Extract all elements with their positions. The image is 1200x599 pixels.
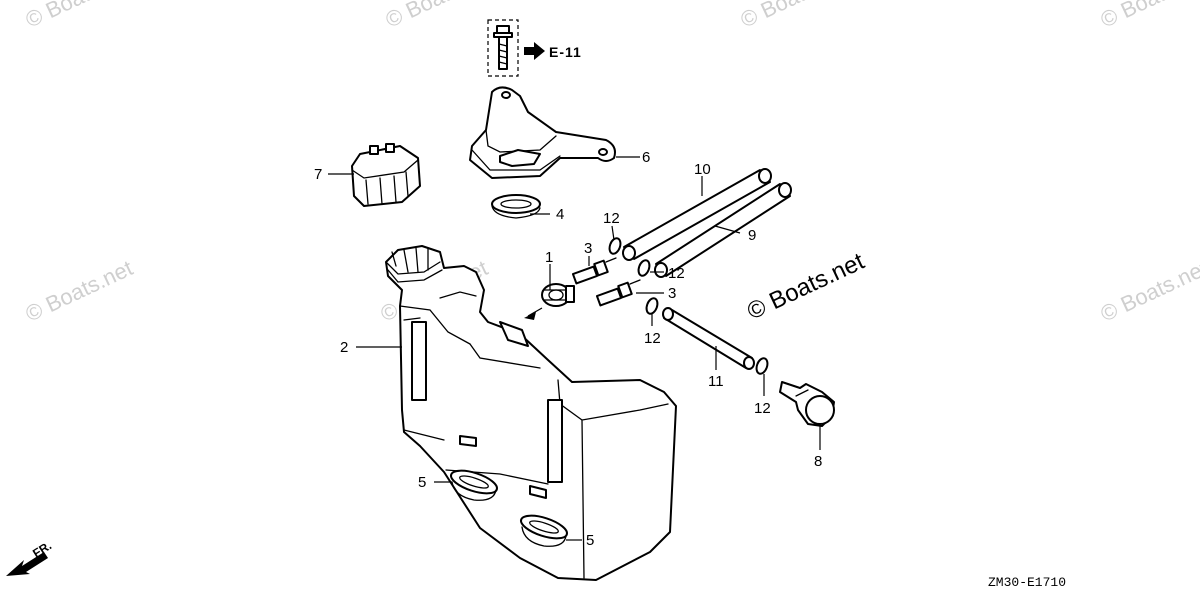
callout-4: 4: [556, 206, 564, 223]
callouts: 1 2 3 3 4 5 5 6 7 8 9 10 11 12 12 12 12: [314, 149, 822, 549]
front-arrow: FR.: [6, 538, 54, 576]
callout-12-a: 12: [603, 210, 620, 227]
callout-6: 6: [642, 149, 650, 166]
callout-3-lower: 3: [668, 285, 676, 302]
rubber-mount-top: [491, 194, 541, 219]
reference-arrow: E-11: [524, 42, 582, 60]
bolt: [487, 19, 519, 77]
reference-label: E-11: [549, 44, 582, 60]
clip-d: [755, 357, 769, 375]
callout-8: 8: [814, 453, 822, 470]
leaders: [328, 156, 821, 541]
bracket: [469, 86, 616, 179]
callout-2: 2: [340, 339, 348, 356]
watermarks: © Boats.net © Boats.net © Boats.net © Bo…: [22, 0, 1200, 327]
front-arrow-label: FR.: [30, 538, 54, 560]
rubber-mount-lower-left: [450, 469, 498, 501]
fuel-tank: [385, 245, 677, 581]
callout-10: 10: [694, 161, 711, 178]
clip-c: [645, 297, 659, 315]
callout-5-upper: 5: [418, 474, 426, 491]
callout-12-b: 12: [668, 265, 685, 282]
fuel-tube-10: [622, 168, 772, 261]
callout-1: 1: [545, 249, 553, 266]
rubber-mount-lower-right: [520, 514, 568, 547]
watermark-top-far-right: © Boats.net: [1097, 0, 1200, 33]
fuel-joint-lower: [595, 279, 641, 307]
tank-outlet: [524, 283, 575, 320]
callout-12-d: 12: [754, 400, 771, 417]
callout-12-c: 12: [644, 330, 661, 347]
fuel-joint-upper: [571, 257, 617, 285]
watermark-top-center: © Boats.net: [382, 0, 497, 33]
clip-a: [608, 237, 622, 255]
watermark-mid-left: © Boats.net: [22, 255, 137, 326]
watermark-main: © Boats.net: [743, 248, 869, 326]
watermark-top-left: © Boats.net: [22, 0, 137, 33]
clip-b: [637, 259, 651, 277]
watermark-mid-right: © Boats.net: [1097, 255, 1200, 326]
callout-3-upper: 3: [584, 240, 592, 257]
callout-9: 9: [748, 227, 756, 244]
diagram-code: ZM30-E1710: [988, 575, 1066, 590]
callout-7: 7: [314, 166, 322, 183]
callout-11: 11: [708, 373, 724, 390]
fuel-filter: [779, 381, 835, 427]
fuel-cap: [351, 143, 421, 207]
callout-5-lower: 5: [586, 532, 594, 549]
fuel-tube-11: [662, 307, 755, 370]
watermark-top-right: © Boats.net: [737, 0, 852, 33]
